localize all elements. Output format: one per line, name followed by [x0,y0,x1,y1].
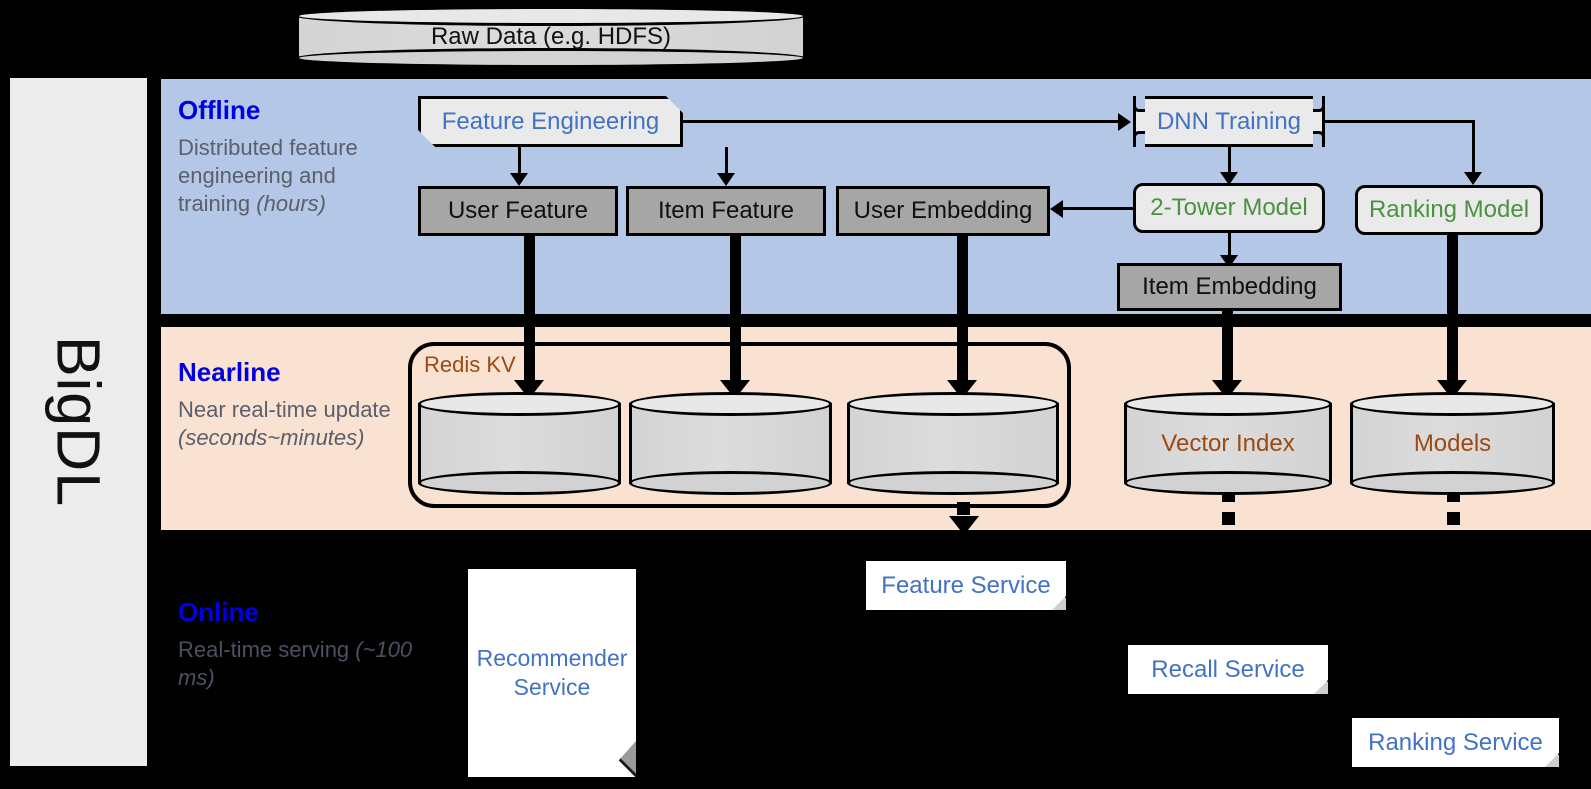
service-feature-label: Feature Service [881,571,1051,599]
cylinder-top [1350,392,1555,416]
page-fold-icon [1545,753,1559,767]
node-two-tower-model-label: 2-Tower Model [1150,194,1308,222]
connector-fe-userfeature [518,147,521,175]
models-label: Models [1413,429,1492,457]
node-item-embedding[interactable]: Item Embedding [1117,263,1342,311]
raw-data-label: Raw Data (e.g. HDFS) [430,23,672,50]
band-title-online: Online [178,597,259,627]
cylinder-bottom [1350,471,1555,495]
arrowhead-fe-userfeature [510,173,528,186]
page-fold-icon [1314,680,1328,694]
band-subtitle-online-text: Real-time serving [178,636,356,662]
service-ranking-label: Ranking Service [1368,728,1543,756]
band-subtitle-offline-em: (hours) [256,190,326,216]
cylinder-top [847,392,1059,416]
caption-offline: Offline Distributed feature engineering … [178,96,413,218]
node-ranking-model[interactable]: Ranking Model [1355,185,1543,235]
store-user-embedding-label [847,392,1059,495]
dash-ranking-service-2 [1447,512,1460,525]
connector-fe-dnn [683,120,1120,123]
service-recommender-label: Recommender Service [476,645,628,700]
node-dnn-training-label: DNN Training [1156,107,1302,135]
node-dnn-training[interactable]: DNN Training [1133,96,1325,147]
feeder-user-embedding [957,234,968,386]
band-title-nearline: Nearline [178,357,281,387]
band-subtitle-offline: Distributed feature engineering and trai… [178,134,413,218]
arrowhead-twotower-userembedding [1050,200,1063,218]
connector-dnn-twotower [1228,147,1231,175]
node-user-feature-label: User Feature [447,197,589,225]
arrowhead-dnn-twotower [1220,172,1238,185]
cylinder-bottom [629,471,832,495]
bracket-nub-top-left [1133,96,1145,112]
redis-kv-label: Redis KV [424,352,516,377]
caption-online: Online Real-time serving (~100 ms) [178,598,413,692]
feeder-user-feature [524,234,535,386]
raw-data-cylinder: Raw Data (e.g. HDFS) [296,6,806,68]
connector-twotower-userembedding [1063,207,1135,210]
node-item-embedding-label: Item Embedding [1142,273,1317,301]
node-item-feature-label: Item Feature [657,197,795,225]
arrowhead-fe-itemfeature [717,173,735,186]
store-item-feature-label [629,392,832,495]
service-recommender[interactable]: Recommender Service [468,569,636,777]
feeder-item-embedding [1222,309,1233,386]
cylinder-bottom [418,471,621,495]
feeder-item-feature [730,234,741,386]
node-feature-engineering[interactable]: Feature Engineering [418,96,683,147]
cylinder-top [296,6,806,26]
band-subtitle-nearline-em: (seconds~minutes) [178,424,365,450]
cylinder-top [629,392,832,416]
vector-index-label: Vector Index [1161,429,1295,457]
connector-dnn-ranking-v [1472,120,1475,174]
cylinder-bottom [296,48,806,68]
node-ranking-model-label: Ranking Model [1368,196,1530,224]
page-fold-icon [1052,596,1066,610]
bracket-nub-top-right [1313,96,1325,112]
bracket-nub-bottom-right [1313,131,1325,147]
node-user-embedding-label: User Embedding [853,197,1033,225]
arrowhead-fe-dnn [1118,113,1131,131]
cylinder-top [1124,392,1332,416]
connector-fe-itemfeature [725,147,728,175]
dash-recall-service-2 [1222,512,1235,525]
node-user-embedding[interactable]: User Embedding [836,186,1050,236]
cylinder-bottom [847,471,1059,495]
bigdl-label: BigDL [44,336,113,508]
store-user-embedding-cylinder[interactable] [847,392,1059,495]
bracket-nub-bottom-left [1133,131,1145,147]
node-user-feature[interactable]: User Feature [418,186,618,236]
arrowhead-dnn-ranking [1464,172,1482,185]
node-item-feature[interactable]: Item Feature [626,186,826,236]
vector-index-cylinder[interactable]: Vector Index [1124,392,1332,495]
band-subtitle-nearline-text: Near real-time update [178,396,391,422]
connector-dnn-ranking-h [1325,120,1475,123]
node-two-tower-model[interactable]: 2-Tower Model [1133,183,1325,233]
feeder-ranking-model [1447,233,1458,386]
arrowhead-feature-service [949,516,979,535]
band-subtitle-offline-text: Distributed feature engineering and trai… [178,134,358,216]
node-feature-engineering-label: Feature Engineering [441,107,660,135]
dash-feature-service-1 [957,502,970,515]
band-title-offline: Offline [178,95,261,125]
store-user-feature-label [418,392,621,495]
cylinder-top [418,392,621,416]
caption-nearline: Nearline Near real-time update (seconds~… [178,358,413,452]
band-subtitle-online: Real-time serving (~100 ms) [178,636,413,692]
bigdl-panel: BigDL [8,76,149,768]
models-cylinder[interactable]: Models [1350,392,1555,495]
store-user-feature-cylinder[interactable] [418,392,621,495]
service-ranking[interactable]: Ranking Service [1352,718,1559,767]
cylinder-bottom [1124,471,1332,495]
band-subtitle-nearline: Near real-time update (seconds~minutes) [178,396,413,452]
band-subtitle-online-em: (~100 ms) [178,636,413,690]
service-feature[interactable]: Feature Service [866,561,1066,610]
service-recall-label: Recall Service [1151,655,1305,683]
store-item-feature-cylinder[interactable] [629,392,832,495]
connector-twotower-itememb [1228,233,1231,260]
service-recall[interactable]: Recall Service [1128,645,1328,694]
